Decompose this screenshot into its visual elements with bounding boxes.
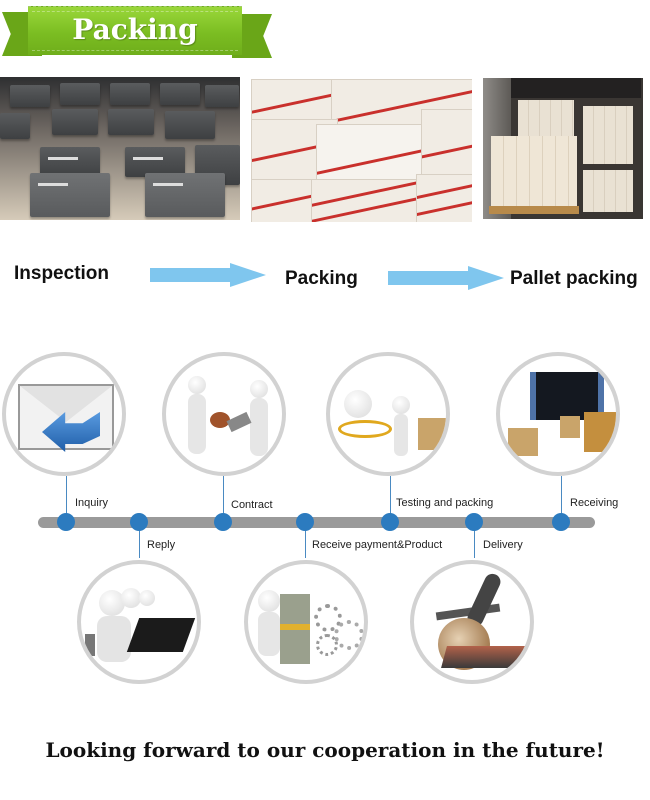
plane-globe-ship-icon xyxy=(410,560,534,684)
right-arrow-icon xyxy=(150,263,266,287)
timeline-dot-reply xyxy=(130,513,148,531)
ribbon-body: Packing xyxy=(28,6,242,55)
timeline-dot-receive-payment xyxy=(296,513,314,531)
banner-title: Packing xyxy=(72,13,198,46)
timeline-dot-testing xyxy=(381,513,399,531)
email-reply-icon xyxy=(2,352,126,476)
closing-message: Looking forward to our cooperation in th… xyxy=(45,738,605,762)
money-gears-icon xyxy=(244,560,368,684)
step-label-testing: Testing and packing xyxy=(396,497,494,509)
step-label-receiving: Receiving xyxy=(570,497,619,509)
step-label-delivery: Delivery xyxy=(483,539,523,551)
timeline-dot-contract xyxy=(214,513,232,531)
inspection-handtruck-icon xyxy=(326,352,450,476)
timeline-dot-inquiry xyxy=(57,513,75,531)
right-arrow-icon xyxy=(388,266,504,290)
flow-step-pallet-packing: Pallet packing xyxy=(510,268,638,289)
step-label-contract: Contract xyxy=(231,499,273,511)
timeline-bar xyxy=(38,517,595,528)
timeline-dot-receiving xyxy=(552,513,570,531)
packed-boxes-photo xyxy=(251,79,472,222)
flow-step-inspection: Inspection xyxy=(14,263,110,284)
call-center-icon xyxy=(77,560,201,684)
contract-stamp-icon xyxy=(162,352,286,476)
battery-inspection-photo xyxy=(0,77,240,220)
step-label-receive-payment: Receive payment&Product xyxy=(312,539,443,551)
step-label-reply: Reply xyxy=(147,539,176,551)
timeline-dot-delivery xyxy=(465,513,483,531)
step-label-inquiry: Inquiry xyxy=(75,497,109,509)
pallet-in-container-photo xyxy=(483,78,643,219)
flow-step-packing: Packing xyxy=(285,268,358,289)
container-boxes-icon xyxy=(496,352,620,476)
